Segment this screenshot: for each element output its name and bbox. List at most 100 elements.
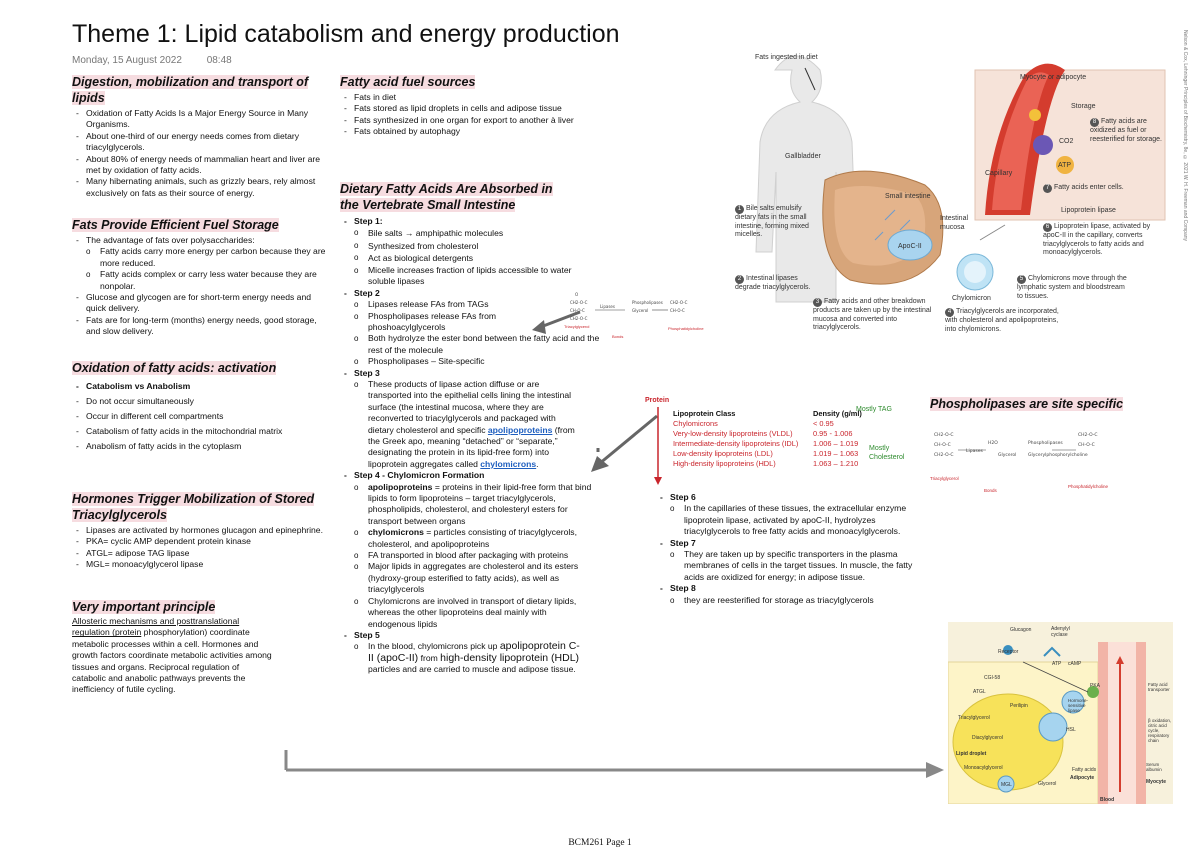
list-item: About 80% of energy needs of mammalian h…: [72, 154, 328, 177]
label-blood: Blood: [1100, 797, 1115, 803]
step8-list: Step 8: [656, 583, 926, 595]
table-row: High-density lipoproteins (HDL)1.063 – 1…: [673, 459, 859, 468]
label-lipid-droplet: Lipid droplet: [956, 751, 987, 757]
table-row: Intermediate-density lipoproteins (IDL)1…: [673, 439, 859, 448]
svg-text:CH-O-C: CH-O-C: [670, 308, 685, 313]
label-perilipin: Perilipin: [1010, 703, 1028, 709]
svg-text:Lipases: Lipases: [600, 304, 615, 309]
svg-text:CH2-O-C: CH2-O-C: [570, 300, 588, 305]
step5-label: Step 5: [340, 630, 600, 642]
phospholipase-reaction-image: CH2-O-C CH-O-C CH2-O-C Lipases H2O Glyce…: [930, 432, 1108, 493]
list-item: Phospholipases release FAs from phoshoac…: [340, 311, 535, 334]
step6-list: Step 6: [656, 492, 926, 504]
connector-arrow: [284, 750, 944, 778]
list-item: Do not occur simultaneously: [72, 394, 328, 409]
step4-label: Step 4 - Chylomicron Formation: [340, 470, 600, 482]
step5-items: In the blood, chylomicrons pick up apoli…: [340, 641, 580, 675]
label-small-intestine: Small intestine: [885, 193, 931, 200]
step2-label: Step 2: [340, 288, 600, 300]
list-item: Major lipids in aggregates are cholester…: [340, 561, 592, 595]
note-mostly-cholesterol: Mostly Cholesterol: [869, 445, 905, 461]
digestion-section: Digestion, mobilization and transport of…: [72, 74, 328, 199]
label-capillary: Capillary: [985, 170, 1013, 177]
phospholipase-section: Phospholipases are site specific: [930, 396, 1124, 412]
protein-gradient-arrow: [654, 407, 662, 485]
svg-text:H2O: H2O: [988, 440, 998, 446]
fats-storage-heading: Fats Provide Efficient Fuel Storage: [72, 218, 279, 232]
svg-text:Phospholipases: Phospholipases: [632, 300, 663, 305]
svg-text:CH-O-C: CH-O-C: [570, 308, 585, 313]
label-glucagon: Glucagon: [1010, 627, 1032, 633]
svg-text:CH2-O-C: CH2-O-C: [670, 300, 688, 305]
fuel-sources-section: Fatty acid fuel sources Fats in diet Fat…: [340, 74, 595, 138]
steps-right-section: Step 6 In the capillaries of these tissu…: [656, 492, 926, 606]
hormone-figure: Glucagon Adenylyl cyclase Receptor ATP c…: [948, 622, 1173, 804]
table-row: Chylomicrons< 0.95: [673, 419, 834, 428]
list-item: Glucose and glycogen are for short-term …: [72, 292, 328, 315]
label-adipocyte: Adipocyte: [1070, 775, 1095, 781]
digestion-heading: Digestion, mobilization and transport of…: [72, 75, 309, 105]
oxidation-heading: Oxidation of fatty acids: activation: [72, 361, 277, 375]
list-item: apolipoproteins = proteins in their lipi…: [340, 482, 592, 528]
chylomicrons-link[interactable]: chylomicrons: [480, 458, 537, 469]
svg-text:Glycerol: Glycerol: [998, 452, 1016, 458]
label-fatty-acids: Fatty acids: [1072, 767, 1097, 773]
label-camp: cAMP: [1068, 661, 1082, 667]
svg-text:Triacylglycerol: Triacylglycerol: [564, 324, 590, 329]
list-item: Fats in diet: [340, 92, 595, 104]
figure-drawing: [755, 55, 1166, 303]
label-atp: ATP: [1058, 162, 1072, 169]
page-datetime: Monday, 15 August 2022 08:48: [72, 55, 232, 66]
page-time: 08:48: [206, 55, 232, 66]
principle-section: Very important principle Allosteric mech…: [72, 599, 272, 696]
step4-items: apolipoproteins = proteins in their lipi…: [340, 482, 592, 630]
fats-storage-sublist: Fatty acids carry more energy per carbon…: [72, 246, 328, 292]
digestion-list: Oxidation of Fatty Acids Is a Major Ener…: [72, 108, 328, 199]
oxidation-list: Catabolism vs Anabolism Do not occur sim…: [72, 379, 328, 454]
fats-storage-list-2: Glucose and glycogen are for short-term …: [72, 292, 328, 338]
list-item: Fats obtained by autophagy: [340, 126, 595, 138]
label-myocyte: Myocyte: [1146, 779, 1167, 785]
lipase-reaction-image: O CH2-O-C CH-O-C CH2-O-C Lipases Phospho…: [564, 292, 704, 339]
svg-text:Bonds: Bonds: [612, 334, 623, 339]
step7-label: Step 7: [656, 538, 926, 550]
svg-text:CH-O-C: CH-O-C: [934, 442, 951, 448]
label-mgl: MGL: [1001, 782, 1012, 788]
label-fats-ingested: Fats ingested in diet: [755, 54, 818, 61]
list-item: Phospholipases – Site-specific: [340, 356, 600, 368]
step3-text: These products of lipase action diffuse …: [340, 379, 578, 470]
principle-underlined: Allosteric mechanisms and posttranslatio…: [72, 616, 240, 638]
list-item: they are reesterified for storage as tri…: [656, 595, 926, 607]
list-item: Micelle increases fraction of lipids acc…: [340, 265, 600, 288]
fats-storage-section: Fats Provide Efficient Fuel Storage The …: [72, 217, 328, 338]
label-gallbladder: Gallbladder: [785, 153, 821, 160]
step1-list: Step 1:: [340, 216, 600, 228]
label-chylomicron: Chylomicron: [952, 295, 991, 302]
apolipoproteins-link[interactable]: apolipoproteins: [487, 424, 553, 435]
list-item: In the blood, chylomicrons pick up apoli…: [340, 641, 580, 675]
svg-text:CH2-O-C: CH2-O-C: [934, 452, 954, 458]
lipid-absorption-figure: Fats ingested in diet Gallbladder Small …: [735, 40, 1175, 352]
label-storage: Storage: [1071, 103, 1096, 110]
list-item: Fatty acids carry more energy per carbon…: [72, 246, 328, 269]
label-co2: CO2: [1059, 138, 1074, 145]
label-hsl: HSL: [1066, 727, 1076, 733]
protein-label: Protein: [645, 397, 670, 404]
label-myocyte: Myocyte or adipocyte: [1020, 74, 1087, 81]
list-item: PKA= cyclic AMP dependent protein kinase: [72, 536, 328, 548]
svg-text:O: O: [575, 292, 578, 297]
list-item: About one-third of our energy needs come…: [72, 131, 328, 154]
fats-storage-list: The advantage of fats over polysaccharid…: [72, 235, 328, 247]
svg-text:Phosphatidylcholine: Phosphatidylcholine: [668, 326, 704, 331]
principle-rest: phosphorylation) coordinate metabolic pr…: [72, 627, 272, 695]
label-cgi: CGI-58: [984, 675, 1001, 681]
list-item: Bile salts → amphipathic molecules: [340, 227, 600, 240]
step3-label: Step 3: [340, 368, 600, 380]
label-serum-albumin: Serum albumin: [1146, 762, 1162, 772]
